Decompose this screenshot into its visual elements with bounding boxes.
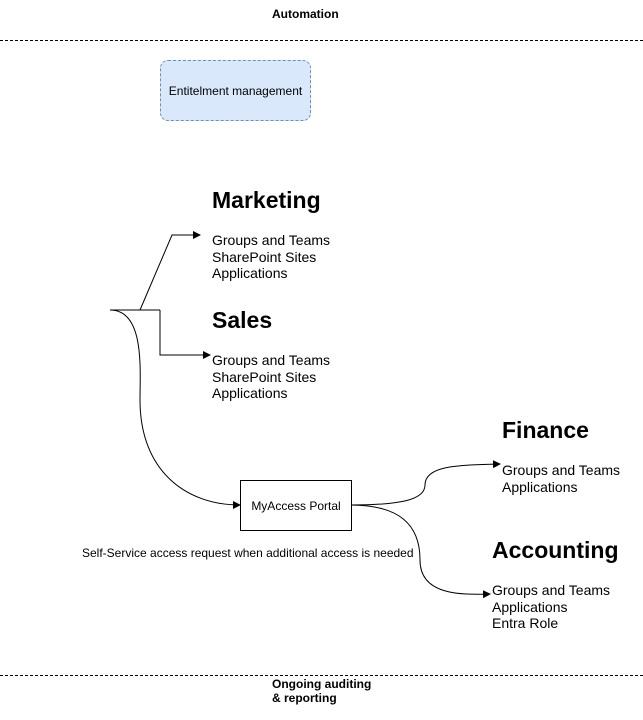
edge-to-accounting [349,504,491,599]
sales-items: Groups and Teams SharePoint Sites Applic… [212,352,330,402]
list-item: Applications [492,598,568,615]
myaccess-portal-box[interactable]: MyAccess Portal [240,480,352,531]
marketing-items: Groups and Teams SharePoint Sites Applic… [212,232,330,282]
entitlement-management-box[interactable]: Entitelment management [160,60,311,121]
list-item: Groups and Teams [212,352,331,368]
list-item: Applications [212,385,288,402]
self-service-note: Self-Service access request when additio… [82,546,414,560]
accounting-title: Accounting [492,537,619,563]
edge-to-finance [349,460,501,506]
finance-items: Groups and Teams Applications [502,462,620,495]
bottom-divider [0,675,643,676]
auditing-label-line: & reporting [272,691,337,705]
list-item: Groups and Teams [492,582,611,598]
list-item: SharePoint Sites [212,248,317,265]
list-item: Entra Role [492,615,559,632]
auditing-label-line: Ongoing auditing [272,677,372,691]
edge-to-portal [109,309,241,509]
list-item: Applications [502,478,578,495]
list-item: Applications [212,265,288,282]
sales-title: Sales [212,307,273,333]
list-item: SharePoint Sites [212,368,317,385]
list-item: Groups and Teams [212,232,331,248]
edge-to-sales [159,310,211,359]
auditing-label: Ongoing auditing & reporting [272,677,371,705]
list-item: Groups and Teams [502,462,621,478]
accounting-items: Groups and Teams Applications Entra Role [492,582,610,632]
edge-to-marketing [139,231,201,311]
top-divider [0,40,643,41]
automation-label: Automation [272,7,339,21]
marketing-title: Marketing [212,187,321,213]
finance-title: Finance [502,417,589,443]
